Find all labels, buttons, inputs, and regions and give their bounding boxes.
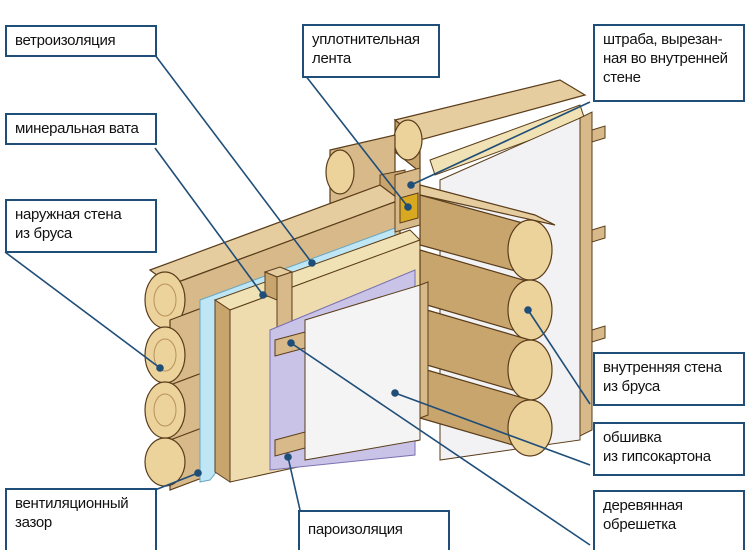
leader-wind-barrier <box>154 54 313 264</box>
label-text: внутренняя стена <box>603 359 722 376</box>
label-text: минеральная вата <box>15 120 139 137</box>
label-text: пароизоляция <box>308 521 403 538</box>
leader-outer-wall <box>4 251 161 369</box>
label-text: из бруса <box>15 225 72 242</box>
leader-seal-tape <box>304 74 409 208</box>
label-text: стене <box>603 69 641 86</box>
label-text: ветроизоляция <box>15 32 116 49</box>
label-text: вентиляционный <box>15 495 129 512</box>
label-text: наружная стена <box>15 206 122 223</box>
leader-vent-gap <box>154 472 199 491</box>
label-text: зазор <box>15 514 52 531</box>
leader-inner-wall <box>527 309 591 405</box>
leader-mineral-wool <box>154 147 264 296</box>
label-mineral-wool: минеральная вата <box>5 113 157 145</box>
leader-vapor-barrier <box>287 456 301 511</box>
label-text: деревянная <box>603 497 683 514</box>
label-battens: деревянная обрешетка <box>593 490 745 550</box>
label-text: из гипсокартона <box>603 448 711 465</box>
label-text: ная во внутренней <box>603 50 728 67</box>
label-seal-tape: уплотнительная лента <box>302 24 440 78</box>
drywall-layer <box>304 284 421 461</box>
label-drywall: обшивка из гипсокартона <box>593 422 745 476</box>
label-groove: штраба, вырезан- ная во внутренней стене <box>593 24 745 102</box>
leader-drywall <box>394 392 591 466</box>
leader-lines <box>4 54 591 546</box>
leader-battens <box>290 342 591 546</box>
label-text: штраба, вырезан- <box>603 31 723 48</box>
label-vapor-barrier: пароизоляция <box>298 510 450 550</box>
seal-tape-junction <box>394 167 421 233</box>
label-text: обрешетка <box>603 516 676 533</box>
stud <box>263 266 294 336</box>
label-text: лента <box>312 50 351 67</box>
label-text: из бруса <box>603 378 660 395</box>
label-vent-gap: вентиляционный зазор <box>5 488 157 550</box>
label-outer-wall: наружная стена из бруса <box>5 199 157 253</box>
label-wind-barrier: ветроизоляция <box>5 25 157 57</box>
leader-groove <box>410 101 591 186</box>
label-text: уплотнительная <box>312 31 420 48</box>
label-text: обшивка <box>603 429 662 446</box>
label-inner-wall: внутренняя стена из бруса <box>593 352 745 406</box>
